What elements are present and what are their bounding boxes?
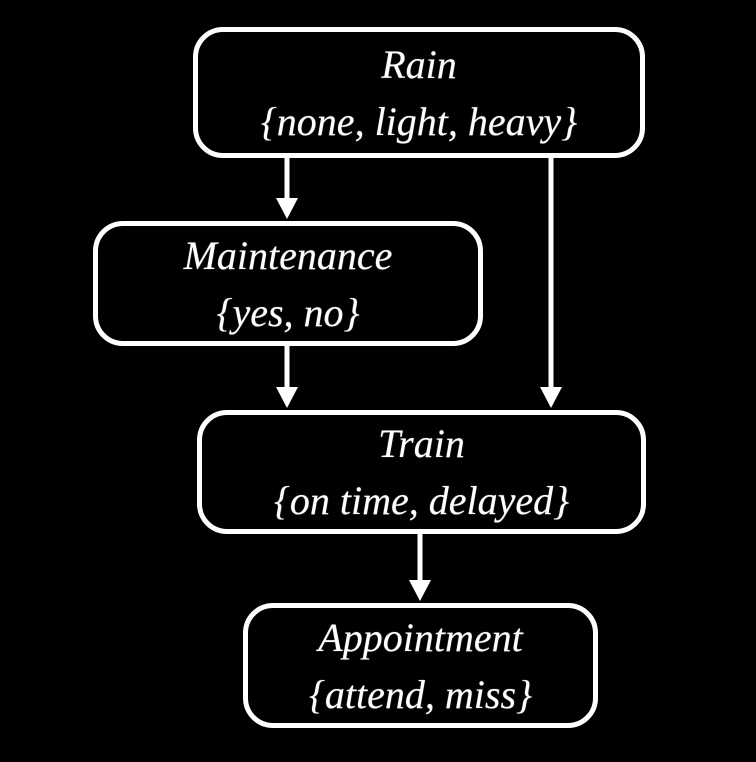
node-rain: Rain {none, light, heavy} [193, 27, 645, 158]
node-rain-values: {none, light, heavy} [260, 98, 578, 144]
node-train-name: Train [378, 421, 465, 466]
node-maintenance-values: {yes, no} [216, 289, 360, 335]
arrowhead-icon [409, 580, 431, 601]
edge-train-appointment [409, 534, 431, 601]
arrowhead-icon [540, 387, 562, 408]
edge-maintenance-train [276, 346, 298, 408]
node-train: Train {on time, delayed} [197, 410, 646, 534]
node-appointment-values: {attend, miss} [308, 671, 533, 717]
node-appointment-name: Appointment [318, 614, 523, 660]
node-maintenance: Maintenance {yes, no} [93, 221, 483, 346]
node-rain-name: Rain [381, 41, 457, 87]
node-maintenance-name: Maintenance [183, 232, 393, 278]
arrowhead-icon [276, 198, 298, 219]
edge-rain-maintenance [276, 157, 298, 219]
node-appointment: Appointment {attend, miss} [243, 603, 598, 728]
edge-rain-train [540, 157, 562, 408]
arrowhead-icon [276, 387, 298, 408]
node-train-values: {on time, delayed} [273, 478, 570, 523]
